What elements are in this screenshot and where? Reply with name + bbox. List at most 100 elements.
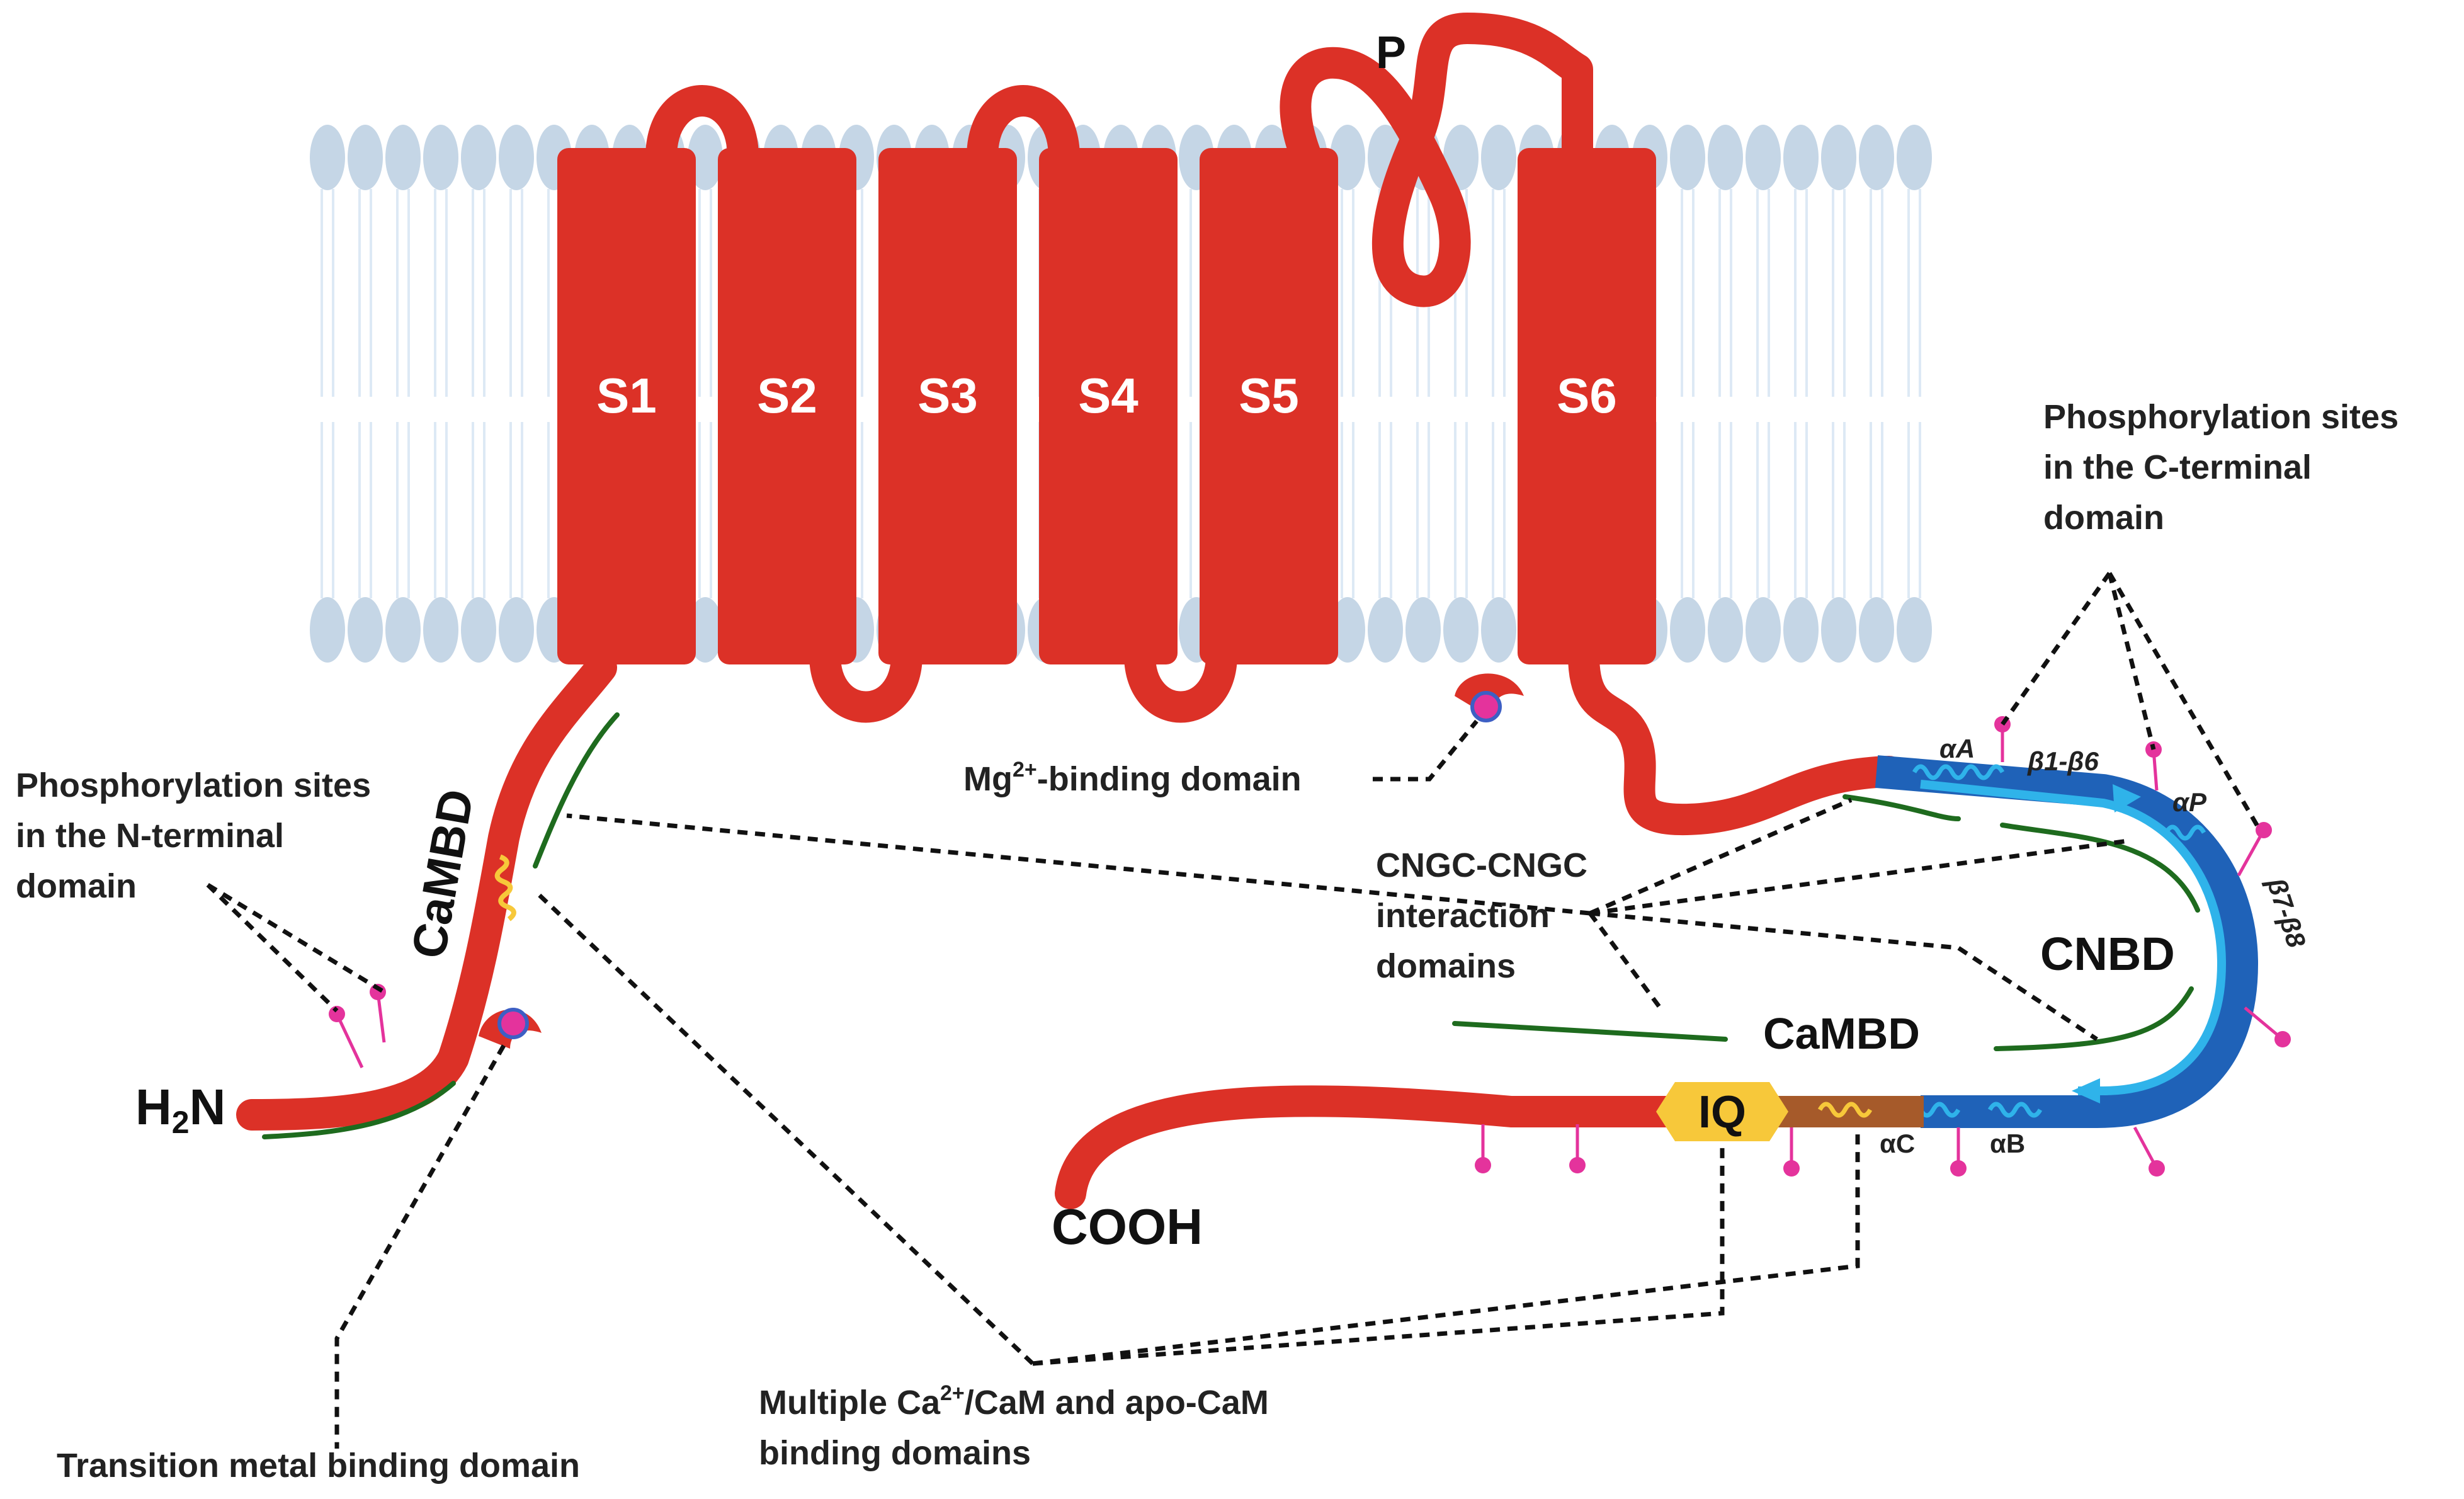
n-terminus-label: H2N (135, 1079, 225, 1140)
phospho-pin-stem (2237, 829, 2266, 877)
segment-s4 (1039, 148, 1178, 664)
leader-phospho-c-2 (2107, 573, 2156, 750)
phospho-pin-head (1569, 1157, 1586, 1173)
lipid-head (1821, 597, 1856, 663)
green-line-c-4 (1452, 1021, 1728, 1042)
mg-ion (1470, 691, 1502, 722)
lipid-head (499, 597, 534, 663)
phospho-pin-head (2149, 1160, 2165, 1177)
lipid-head (423, 125, 458, 190)
intracellular-loops (809, 639, 1237, 723)
leader-cngc-2 (1589, 797, 1853, 916)
cnbd-inner-strand (1920, 780, 2227, 1095)
lipid-head (1670, 125, 1705, 190)
segment-label-s1: S1 (596, 368, 656, 423)
lipid-head (348, 597, 383, 663)
leader-cngc-5 (1588, 911, 1664, 1013)
phospho-pin-head (1950, 1160, 1967, 1177)
transition-metal-ion (497, 1008, 529, 1039)
leader-multi-1 (533, 889, 1035, 1365)
lipid-head (1783, 125, 1819, 190)
lipid-head (1368, 597, 1403, 663)
segment-s5 (1200, 148, 1338, 664)
leader-multi-3 (1032, 1131, 1860, 1366)
lipid-head (1330, 125, 1365, 190)
lipid-head (310, 125, 345, 190)
c-terminus-label: COOH (1052, 1199, 1203, 1255)
lipid-head (1746, 597, 1781, 663)
lipid-head (499, 125, 534, 190)
segment-label-s5: S5 (1239, 368, 1298, 423)
loop-s1-s2 (645, 85, 759, 173)
phospho-pin-head (1783, 1160, 1800, 1177)
alpha-b-helix (1987, 1102, 2043, 1118)
c-terminal-tail (1055, 1085, 2081, 1209)
lipid-head (1330, 597, 1365, 663)
leader-phospho-n-2 (206, 883, 339, 1013)
leader-lines (206, 571, 2263, 1449)
lipid-head (1708, 597, 1743, 663)
green-line-c-2 (2000, 823, 2200, 913)
cnbd-label: CNBD (2040, 928, 2175, 980)
cnbd-hairpin (1875, 755, 2258, 1128)
green-line-n-2 (262, 1081, 456, 1139)
beta-arrow-head-bottom (2072, 1078, 2100, 1103)
c-camdb-label: CaMBD (1763, 1009, 1920, 1058)
interaction-lines (262, 712, 2200, 1139)
green-line-c-3 (1994, 986, 2194, 1051)
n-camdb-helix (494, 854, 516, 921)
leader-cngc-4 (1589, 911, 2098, 1041)
extracellular-loops (645, 13, 1593, 307)
segment-s3 (878, 148, 1017, 664)
leader-multi-2 (1032, 1146, 1725, 1366)
segment-label-s6: S6 (1557, 368, 1616, 423)
phosphorylation-pins (329, 716, 2291, 1177)
beta-arrow-head-top (2113, 784, 2141, 812)
mg-annotation: Mg2+-binding domain (963, 758, 1302, 798)
phospho-n-annotation: Phosphorylation sites in the N-terminal … (16, 767, 380, 905)
beta1-6-label: β1-β6 (2027, 746, 2099, 776)
segment-s2 (718, 148, 856, 664)
lipid-head (461, 597, 496, 663)
alpha-b-label: αB (1990, 1129, 2025, 1158)
lipid-head (1746, 125, 1781, 190)
lipid-head (1481, 597, 1516, 663)
cnbd-outer-band (1875, 755, 2258, 1128)
segment-s1 (557, 148, 696, 664)
beta7-8-label: β7-β8 (2261, 874, 2312, 951)
alpha-p-helix (2164, 824, 2206, 841)
lipid-head (310, 597, 345, 663)
c-camdb-helix (1817, 1102, 1873, 1118)
green-line-c-1 (1842, 794, 1961, 821)
lipid-head (1783, 597, 1819, 663)
lipid-head (688, 125, 723, 190)
lipid-head (1897, 597, 1932, 663)
leader-transition (334, 1044, 506, 1449)
lipid-head (1859, 597, 1894, 663)
lipid-head (1859, 125, 1894, 190)
alpha-a-label: αA (1939, 734, 1975, 763)
alpha-c-label: αC (1880, 1129, 1915, 1158)
lipid-head (1443, 597, 1479, 663)
lipid-head (385, 597, 421, 663)
pore-loop (1280, 13, 1593, 307)
c-terminal-linker (1568, 639, 1905, 836)
leader-phospho-c-1 (2001, 571, 2111, 726)
lipid-head (461, 125, 496, 190)
phospho-pin-head (2274, 1031, 2291, 1047)
pore-label: P (1376, 28, 1406, 78)
leader-cngc-1 (566, 813, 1591, 916)
lipid-head (423, 597, 458, 663)
leader-mg (1373, 719, 1479, 782)
iq-motif-shape (1656, 1082, 1788, 1141)
transition-metal-annotation: Transition metal binding domain (57, 1447, 580, 1485)
segment-label-s4: S4 (1078, 368, 1138, 423)
phospho-pin-stem (2244, 1006, 2284, 1040)
lipid-head (1821, 125, 1856, 190)
n-terminal-chain (236, 652, 617, 1131)
phospho-pin-stem (335, 1013, 364, 1069)
phospho-c-annotation: Phosphorylation sites in the C-terminal … (2043, 398, 2408, 537)
c-camdb-segment (1773, 1096, 1924, 1127)
